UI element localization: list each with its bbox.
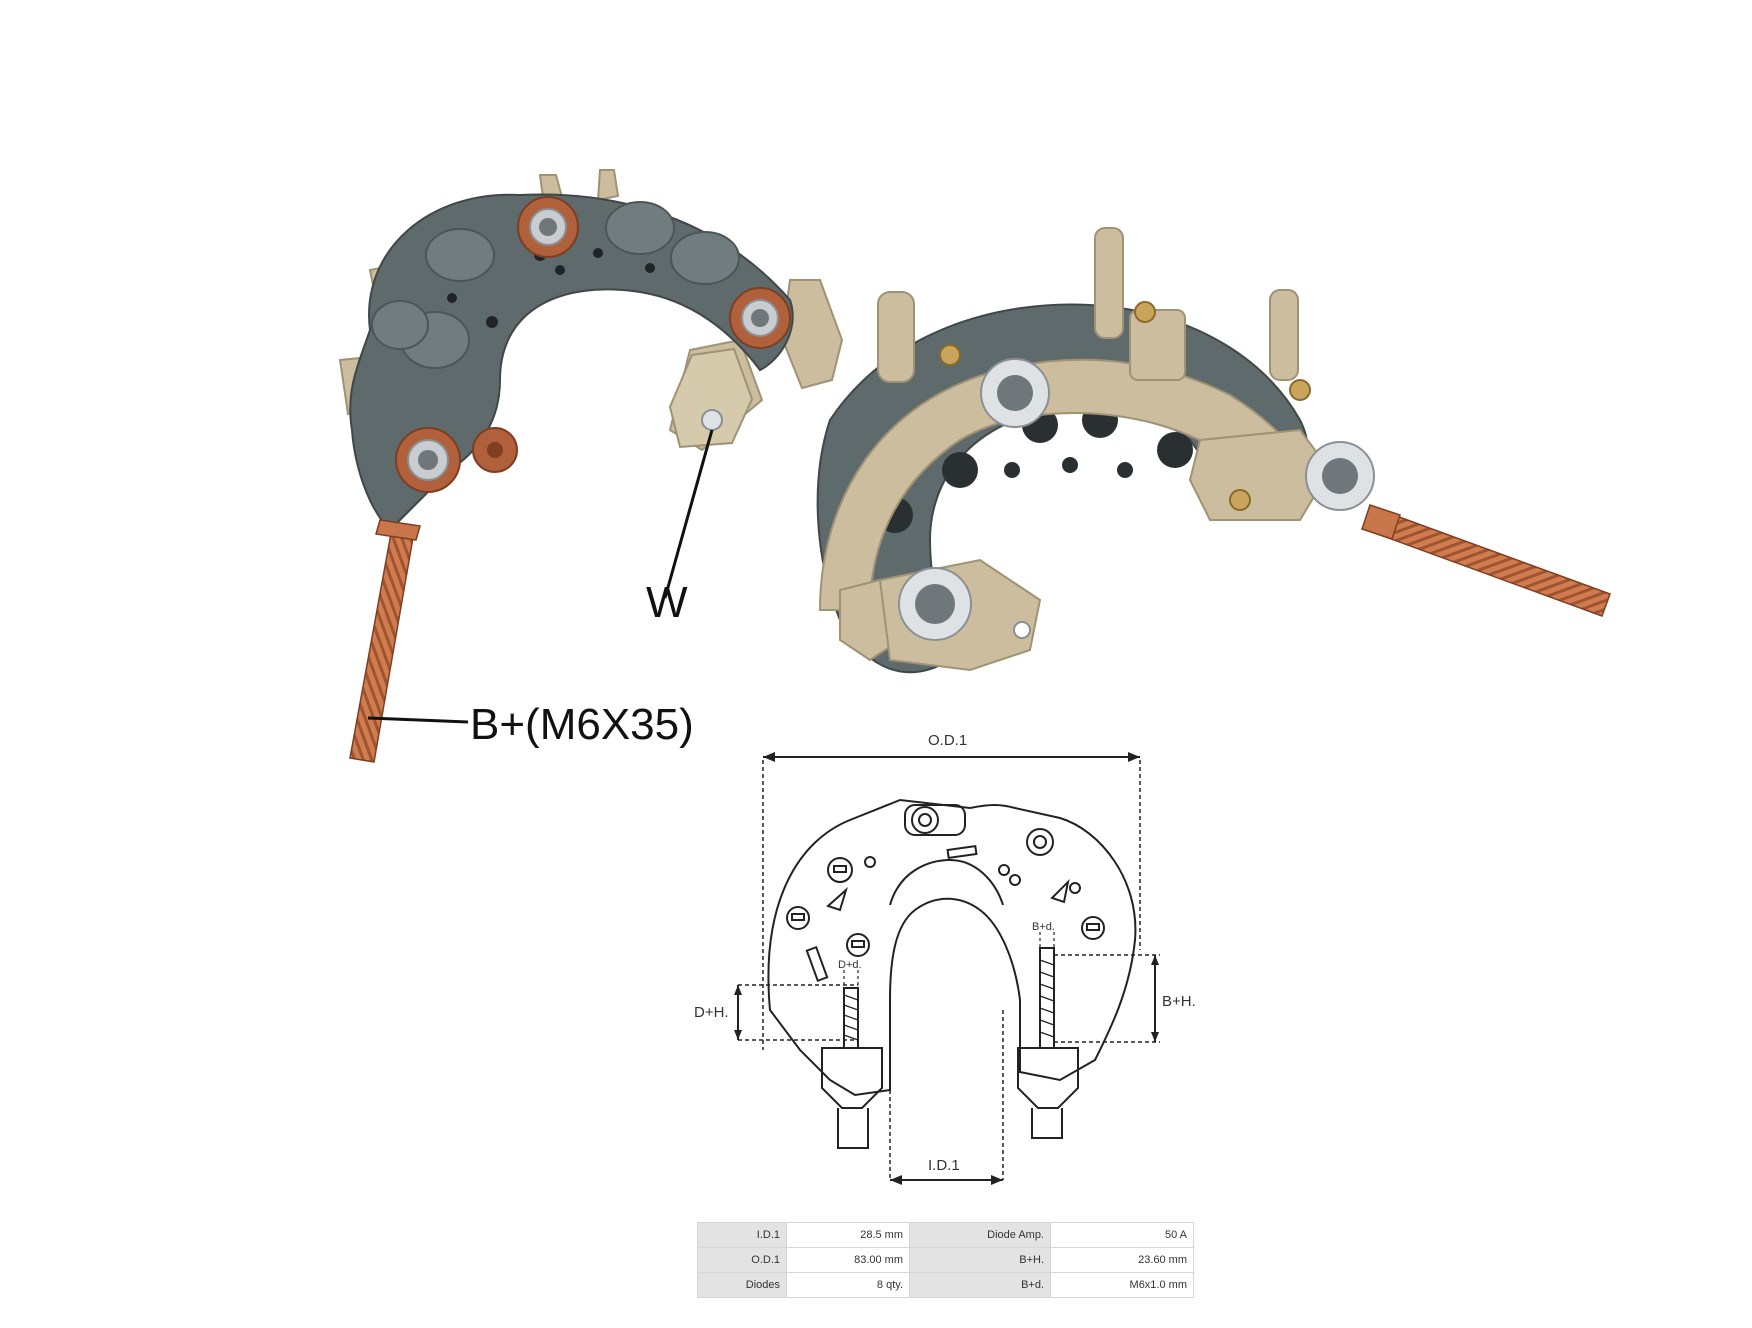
diode-domes — [371, 201, 740, 369]
rectifier-top-view — [338, 169, 844, 763]
technical-drawing — [734, 752, 1160, 1185]
table-row: I.D.1 28.5 mm Diode Amp. 50 A — [697, 1222, 1194, 1248]
table-row: O.D.1 83.00 mm B+H. 23.60 mm — [697, 1247, 1194, 1273]
id1-label: I.D.1 — [928, 1157, 960, 1174]
spec-value: 28.5 mm — [786, 1222, 910, 1248]
od1-label: O.D.1 — [928, 732, 967, 749]
mount-holes — [447, 248, 655, 328]
spec-key: B+d. — [909, 1272, 1051, 1298]
spec-key: O.D.1 — [697, 1247, 787, 1273]
table-row: Diodes 8 qty. B+d. M6x1.0 mm — [697, 1272, 1194, 1298]
spec-value: 83.00 mm — [786, 1247, 910, 1273]
w-leader-line — [663, 429, 714, 599]
rectifier-bottom-view — [816, 227, 1611, 674]
spec-table: I.D.1 28.5 mm Diode Amp. 50 A O.D.1 83.0… — [697, 1222, 1194, 1298]
dh-label: D+H. — [694, 1004, 729, 1021]
spec-key: Diodes — [697, 1272, 787, 1298]
spec-value: 50 A — [1050, 1222, 1194, 1248]
spec-key: I.D.1 — [697, 1222, 787, 1248]
spec-value: 8 qty. — [786, 1272, 910, 1298]
brass-inserts — [939, 301, 1311, 511]
b-plus-stud — [349, 527, 415, 763]
spec-key: Diode Amp. — [909, 1222, 1051, 1248]
b-plus-leader-line — [367, 716, 469, 724]
b-plus-stud-right — [1371, 509, 1611, 617]
dd-label: D+d. — [838, 959, 862, 971]
spec-key: B+H. — [909, 1247, 1051, 1273]
w-terminal — [668, 347, 754, 449]
spec-value: 23.60 mm — [1050, 1247, 1194, 1273]
w-terminal-label: W — [646, 578, 688, 627]
silver-washers — [898, 358, 1375, 641]
b-plus-stud-label: B+(M6X35) — [470, 700, 694, 749]
bd-label: B+d. — [1032, 921, 1055, 933]
spec-value: M6x1.0 mm — [1050, 1272, 1194, 1298]
bh-label: B+H. — [1162, 993, 1196, 1010]
terminal-washers — [395, 196, 791, 493]
